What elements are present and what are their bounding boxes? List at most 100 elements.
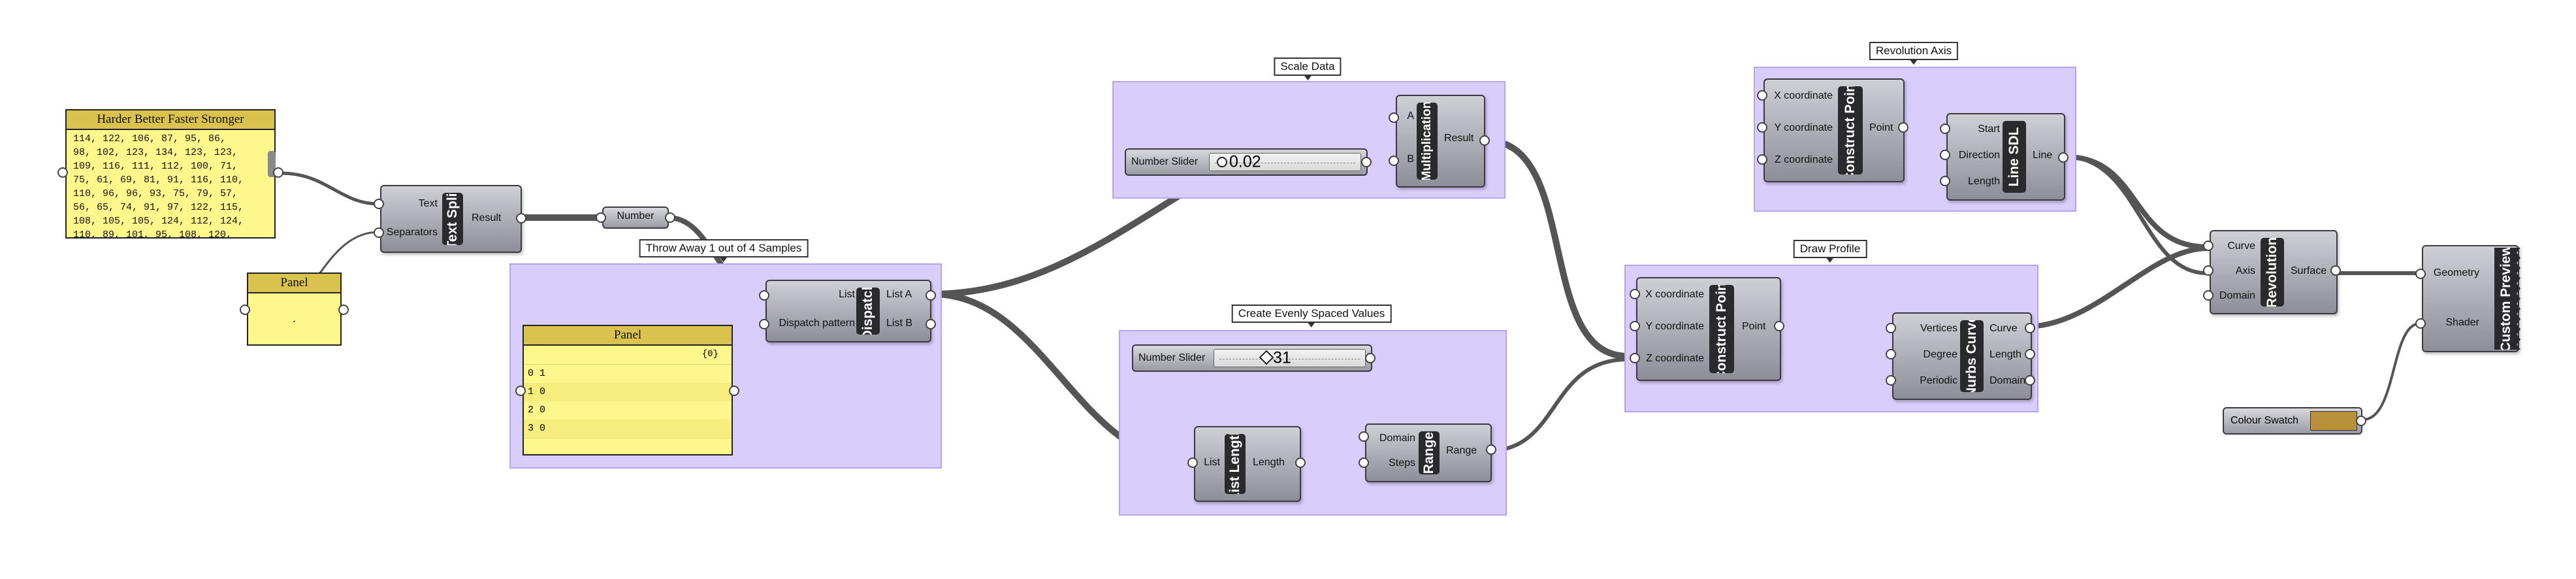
component-core[interactable]: Construct Point [1709,285,1734,373]
input-grip[interactable] [1630,321,1640,331]
output-grip[interactable] [516,213,526,223]
revolution-component[interactable]: Curve Axis Domain Revolution Surface [2210,230,2338,314]
input-grip[interactable] [1886,323,1896,333]
range-component[interactable]: Domain Steps Range Range [1365,423,1492,482]
output-grip[interactable] [1365,353,1376,363]
port-domain[interactable]: Domain [2219,290,2255,301]
output-grip[interactable] [1898,122,1908,133]
output-grip[interactable] [2025,323,2035,333]
input-grip[interactable] [1389,112,1399,123]
output-grip[interactable] [926,319,936,329]
port-list[interactable]: List [1204,457,1220,468]
custom-preview-component[interactable]: Geometry Shader Custom Preview [2422,245,2520,352]
port-direction[interactable]: Direction [1958,150,2000,161]
slider-track[interactable] [1209,153,1361,171]
output-grip[interactable] [1295,457,1306,468]
port-list-b[interactable]: List B [886,318,913,329]
component-core[interactable]: Construct Point [1838,86,1863,174]
port-vertices[interactable]: Vertices [1920,323,1957,334]
construct-point-profile-component[interactable]: X coordinate Y coordinate Construct Poin… [1636,277,1781,381]
input-grip[interactable] [2415,269,2426,279]
port-z[interactable]: Z coordinate [1646,353,1704,364]
component-core[interactable]: Revolution [2261,238,2284,306]
input-grip[interactable] [240,305,250,315]
port-dispatch-pattern[interactable]: Dispatch pattern [779,318,855,329]
output-grip[interactable] [1479,135,1490,146]
port-domain[interactable]: Domain [1379,433,1415,444]
component-core[interactable]: Range [1419,431,1440,474]
port-range[interactable]: Range [1446,445,1477,456]
output-grip[interactable] [729,386,739,396]
port-result[interactable]: Result [1444,133,1474,144]
group-label[interactable]: Create Evenly Spaced Values [1231,305,1392,327]
input-grip[interactable] [2203,265,2214,276]
port-result[interactable]: Result [472,212,502,223]
component-core[interactable]: Dispatch [856,288,880,335]
dispatch-component[interactable]: List Dispatch pattern Dispatch List A Li… [765,280,931,342]
port-y[interactable]: Y coordinate [1645,321,1704,332]
input-grip[interactable] [374,227,384,238]
input-grip[interactable] [1940,124,1950,134]
separator-panel[interactable]: Panel . [247,273,342,346]
construct-point-axis-component[interactable]: X coordinate Y coordinate Construct Poin… [1763,78,1905,182]
component-core[interactable]: Custom Preview [2494,248,2520,350]
output-grip[interactable] [926,290,936,301]
list-length-component[interactable]: List List Length Length [1194,426,1301,502]
port-start[interactable]: Start [1978,124,2000,135]
output-grip[interactable] [2025,375,2035,386]
port-a[interactable]: A [1407,110,1414,122]
pattern-panel[interactable]: Panel {0} 0 1 1 0 2 0 3 0 [523,325,733,455]
port-curve[interactable]: Curve [1989,323,2018,334]
port-separators[interactable]: Separators [386,227,438,238]
component-core[interactable]: List Length [1225,434,1246,494]
component-core[interactable]: Multiplication [1417,103,1438,180]
input-grip[interactable] [759,290,769,301]
input-grip[interactable] [1757,154,1767,165]
input-grip[interactable] [1630,353,1640,363]
port-list[interactable]: List [839,289,855,300]
output-grip[interactable] [1774,321,1784,331]
input-grip[interactable] [1359,431,1369,442]
input-grip[interactable] [57,167,68,178]
group-label[interactable]: Throw Away 1 out of 4 Samples [639,239,809,262]
colour-swatch[interactable]: Colour Swatch [2223,407,2362,435]
port-length[interactable]: Length [1968,176,2000,187]
nurbs-curve-component[interactable]: Vertices Degree Periodic Nurbs Curve Cur… [1892,312,2032,400]
port-point[interactable]: Point [1869,122,1893,133]
text-split-component[interactable]: Text Separators Text Split Result [380,185,522,253]
port-domain[interactable]: Domain [1989,375,2026,386]
port-degree[interactable]: Degree [1923,349,1957,360]
port-geometry[interactable]: Geometry [2433,267,2479,278]
input-grip[interactable] [1359,457,1369,468]
multiplication-component[interactable]: A B Multiplication Result [1396,95,1485,188]
input-grip[interactable] [515,386,526,396]
number-slider-count[interactable]: Number Slider 31 [1132,344,1372,372]
port-b[interactable]: B [1407,154,1414,165]
slider-handle[interactable] [1217,157,1227,167]
input-grip[interactable] [2203,240,2214,251]
output-grip[interactable] [665,212,675,223]
input-grip[interactable] [1886,375,1896,386]
port-list-a[interactable]: List A [886,289,912,300]
port-axis[interactable]: Axis [2235,265,2255,276]
input-grip[interactable] [2415,318,2426,329]
input-grip[interactable] [1940,176,1950,186]
output-grip[interactable] [1486,444,1496,455]
port-periodic[interactable]: Periodic [1920,375,1957,386]
line-sdl-component[interactable]: Start Direction Length Line SDL Line [1946,113,2065,201]
input-grip[interactable] [1757,122,1767,133]
input-grip[interactable] [1886,349,1896,359]
output-grip[interactable] [2356,416,2366,426]
output-grip[interactable] [1361,157,1372,167]
input-grip[interactable] [1940,150,1950,160]
port-x[interactable]: X coordinate [1645,289,1704,300]
output-grip[interactable] [273,167,283,178]
group-label[interactable]: Scale Data [1274,58,1342,80]
port-line[interactable]: Line [2033,150,2053,161]
port-steps[interactable]: Steps [1389,457,1415,469]
component-core[interactable]: Text Split [442,193,463,245]
output-grip[interactable] [2330,265,2341,276]
input-grip[interactable] [1187,457,1198,468]
port-y[interactable]: Y coordinate [1774,122,1833,133]
number-slider-scale[interactable]: Number Slider 0.02 [1125,148,1368,176]
